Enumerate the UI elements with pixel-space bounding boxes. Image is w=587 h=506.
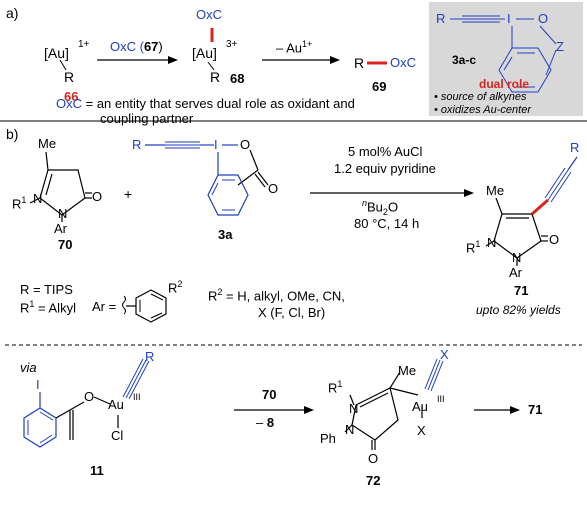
benzene-ring-11: [23, 407, 57, 448]
box-i: I: [507, 11, 511, 26]
yield-label: upto 82% yields: [476, 303, 561, 317]
n1-72: N: [349, 401, 359, 416]
arrow-label-70: 70: [262, 387, 277, 402]
i-11: I: [36, 377, 40, 392]
o-72: O: [368, 451, 379, 466]
box-bullet-1: • source of alkynes: [434, 91, 527, 103]
o-70: O: [92, 189, 103, 204]
o-71: O: [549, 232, 560, 247]
n1-70: N: [33, 191, 43, 206]
compound-72: 72: [366, 473, 381, 488]
r-11: R: [145, 349, 155, 364]
r1-70: R1: [12, 195, 27, 212]
panel-a-label: a): [6, 5, 19, 21]
oxc-68: OxC: [196, 7, 222, 22]
compound-69: 69: [372, 79, 387, 94]
au-11: Au: [108, 397, 124, 412]
def-r1: R1 = Alkyl: [20, 299, 76, 316]
ph-72: Ph: [320, 431, 336, 446]
panel-b-label: b): [6, 126, 19, 142]
au-72-oxstate: III: [437, 394, 445, 404]
compound-11: 11: [90, 463, 104, 478]
r1-72: R1: [328, 379, 343, 396]
condition-3: nBu2O: [362, 198, 399, 217]
box-bullet-2: • oxidizes Au-center: [434, 104, 531, 116]
r-68: R: [210, 69, 221, 85]
i-3a: I: [214, 137, 218, 152]
oxc-definition-1: OxC = an entity that serves dual role as…: [56, 96, 355, 111]
n1-71: N: [487, 235, 497, 250]
box-dual-role: dual role: [479, 77, 530, 91]
x-72: X: [417, 423, 426, 438]
benzene-ring-3a: [207, 174, 249, 216]
pyrazolone-ring-71: [493, 213, 542, 259]
oxc-definition-2: coupling partner: [100, 111, 194, 126]
def-r: R = TIPS: [20, 282, 73, 297]
r1-71: R1: [466, 239, 481, 256]
def-r2-line2: X (F, Cl, Br): [258, 305, 326, 320]
box-z: Z: [556, 39, 564, 54]
product-71-c: 71: [528, 402, 543, 417]
oxc-69: OxC: [390, 55, 416, 70]
r-71: R: [570, 140, 580, 155]
box-benzene-ring: [498, 47, 552, 93]
plus-sign: +: [124, 186, 133, 202]
o-carbonyl-3a: O: [268, 181, 279, 196]
me-72: Me: [398, 363, 417, 378]
ring-r2: R2: [168, 279, 183, 296]
bond-au-r-66: [59, 59, 67, 71]
me-70: Me: [38, 136, 57, 151]
via-label: via: [20, 360, 37, 375]
n2-72: N: [345, 422, 355, 437]
bond-new-71: [531, 198, 549, 216]
au-66-charge: 1+: [78, 39, 90, 50]
r-3a: R: [132, 137, 142, 152]
pyrazolone-ring-72: [351, 387, 399, 441]
au-72: Au: [412, 399, 428, 414]
r-66: R: [64, 69, 75, 85]
def-ar: Ar =: [92, 299, 117, 314]
me-71: Me: [486, 183, 505, 198]
box-label-3a-c: 3a-c: [452, 53, 477, 67]
arrow-label-minus-8: – 8: [256, 415, 275, 430]
r-69: R: [354, 55, 365, 71]
reagent-label: OxC (67): [110, 39, 163, 54]
compound-68: 68: [230, 71, 245, 86]
x-top-72: X: [440, 347, 449, 362]
condition-2: 1.2 equiv pyridine: [334, 161, 436, 176]
condition-1: 5 mol% AuCl: [348, 144, 423, 159]
cl-11: Cl: [111, 428, 124, 443]
o-11: O: [84, 389, 95, 404]
compound-70: 70: [58, 237, 73, 252]
o-ring-3a: O: [240, 137, 251, 152]
box-r: R: [436, 11, 446, 26]
ar-benzene: [135, 289, 167, 323]
bond-au-r-68: [207, 61, 215, 71]
ar-70: Ar: [54, 221, 67, 236]
box-o: O: [538, 11, 549, 26]
au-11-oxstate: III: [133, 392, 141, 402]
ar-71: Ar: [509, 265, 522, 280]
compound-71: 71: [514, 283, 529, 298]
au-66: [Au]: [44, 45, 69, 61]
minus-au-label: – Au1+: [276, 39, 313, 56]
def-r2: R2 = H, alkyl, OMe, CN,: [208, 287, 345, 304]
arrow-a2-head: [330, 56, 340, 64]
au-68: [Au]: [192, 45, 217, 61]
compound-3a: 3a: [218, 227, 233, 242]
arrow-a1-head: [168, 56, 178, 64]
condition-4: 80 °C, 14 h: [354, 216, 420, 231]
pyrazolone-ring-70: [39, 169, 86, 216]
au-68-charge: 3+: [226, 39, 238, 50]
compound-66: 66: [64, 89, 79, 104]
n2-71: N: [512, 250, 522, 265]
n2-70: N: [58, 206, 68, 221]
